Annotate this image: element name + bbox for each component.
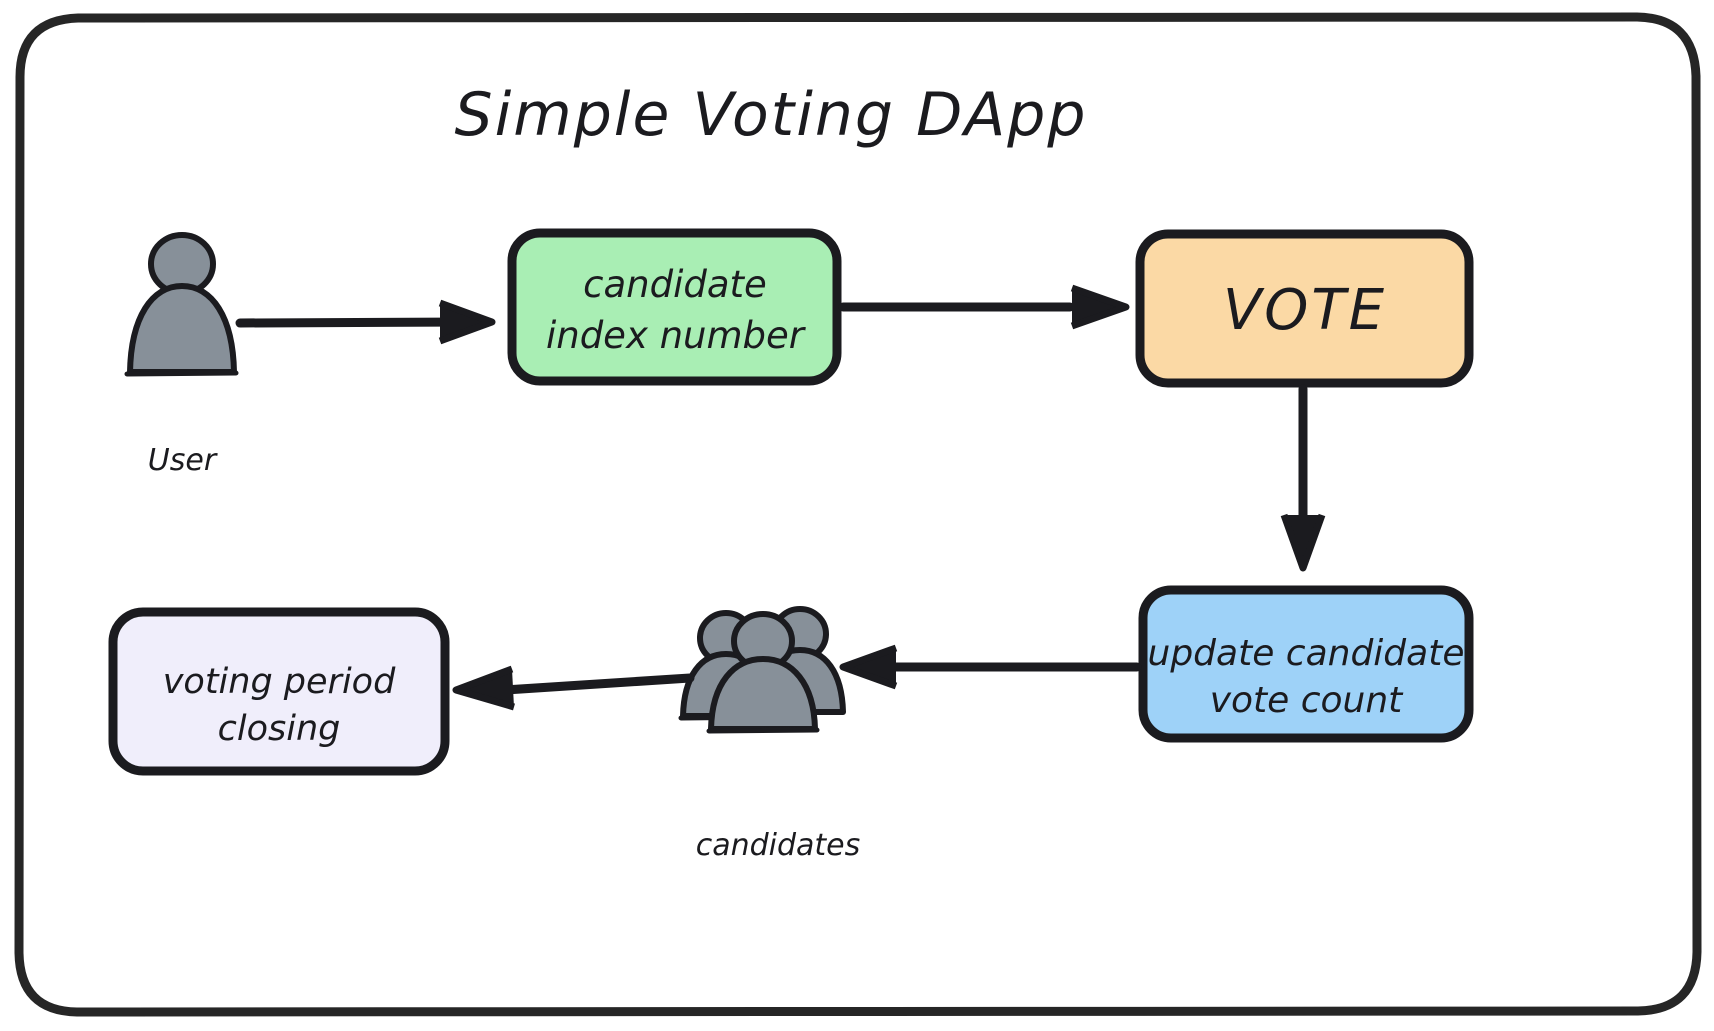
update-vote-count-node[interactable]: update candidate vote count: [1138, 585, 1474, 743]
candidate-body-center-icon: [708, 656, 818, 732]
edge-user-to-candidate-index: [235, 299, 496, 345]
candidate-index-node[interactable]: candidate index number: [507, 228, 842, 386]
update-vote-count-line-2: vote count: [1210, 680, 1404, 721]
edge-line: [500, 673, 695, 695]
vote-label: VOTE: [1223, 278, 1387, 343]
edge-line: [235, 317, 475, 328]
voting-period-closing-line-1: voting period: [163, 662, 396, 702]
update-vote-count-box[interactable]: [1138, 585, 1474, 743]
arrowhead-icon: [1070, 284, 1130, 330]
voting-period-closing-box[interactable]: [108, 607, 450, 776]
candidate-index-line-1: candidate: [583, 263, 767, 306]
user-body-icon: [127, 283, 237, 375]
edge-candidate-index-to-vote: [838, 284, 1130, 330]
edge-candidates-to-closing: [452, 665, 695, 711]
diagram-frame: [14, 12, 1702, 1017]
voting-period-closing-line-2: closing: [218, 709, 341, 749]
candidate-index-line-2: index number: [546, 314, 807, 357]
arrowhead-icon: [452, 665, 515, 711]
voting-period-closing-node[interactable]: voting period closing: [108, 607, 450, 776]
frame-border: [14, 12, 1702, 1017]
user-actor-label: User: [148, 443, 218, 478]
arrowhead-icon: [839, 644, 898, 690]
candidates-actor-label: candidates: [696, 828, 861, 863]
candidate-center-base-icon: [706, 727, 820, 734]
arrowhead-icon: [438, 299, 496, 345]
edge-vote-to-update-count: [1280, 384, 1326, 572]
candidates-actor: candidates: [678, 606, 861, 863]
user-base-line-icon: [124, 370, 239, 377]
update-vote-count-line-1: update candidate: [1148, 633, 1465, 674]
vote-node[interactable]: VOTE: [1135, 229, 1474, 388]
vote-box[interactable]: [1135, 229, 1474, 388]
edge-update-count-to-candidates: [839, 644, 1142, 690]
diagram-title: Simple Voting DApp: [455, 80, 1088, 150]
user-actor: User: [124, 232, 239, 478]
arrowhead-icon: [1280, 513, 1326, 572]
candidate-index-box[interactable]: [507, 228, 842, 386]
